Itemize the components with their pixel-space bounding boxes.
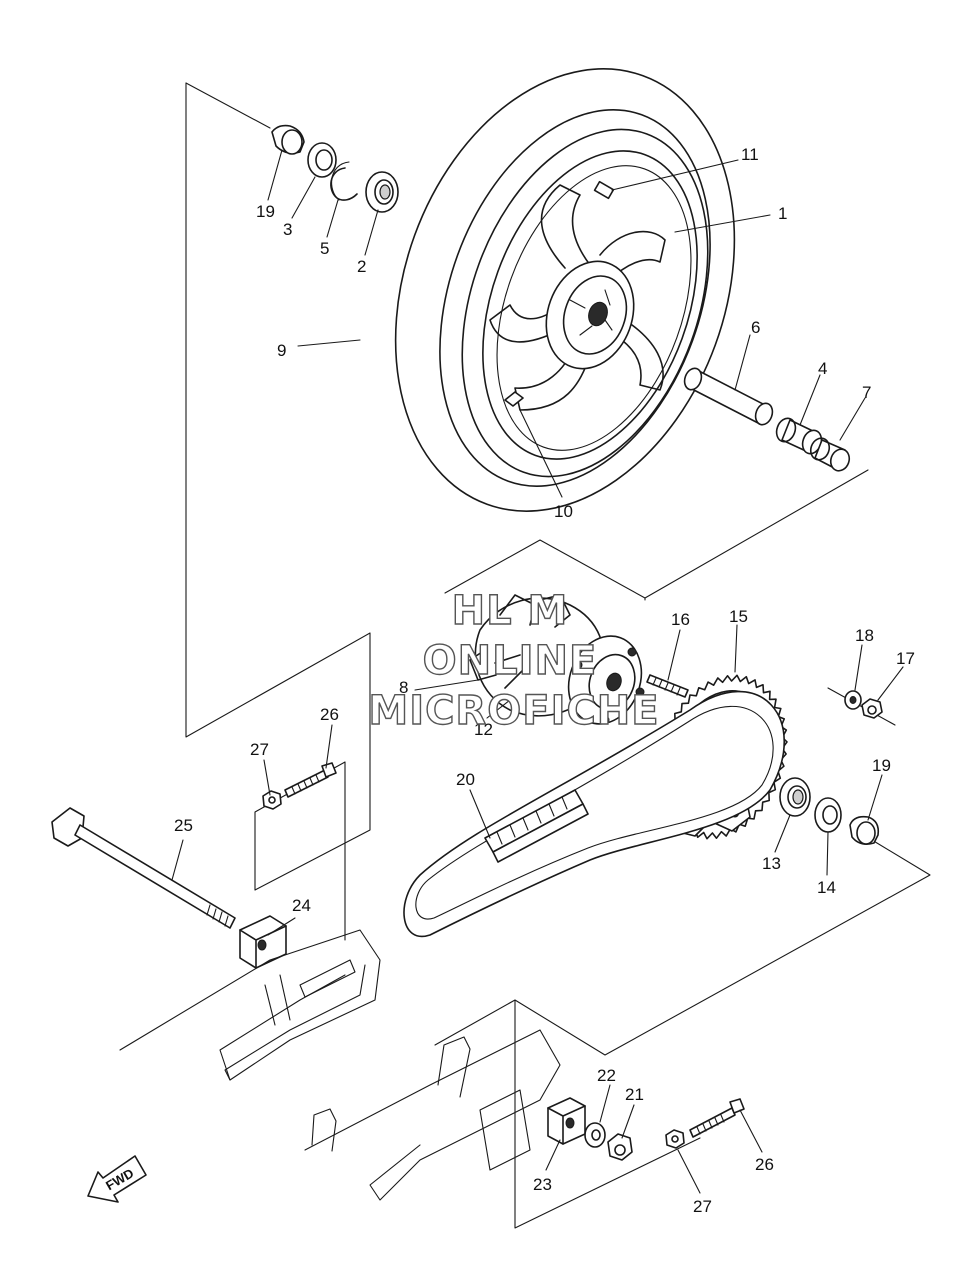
watermark-line-2: ONLINE [423,638,598,684]
callout-18: 18 [855,626,874,645]
chain-adjuster-24 [239,915,287,969]
leader-lines [171,149,904,1194]
watermark-line-1: HL M [452,588,569,634]
callout-26-right: 26 [755,1155,774,1174]
callout-19-left: 19 [256,202,275,221]
callout-26-left: 26 [320,705,339,724]
drive-chain-20 [403,690,786,938]
callout-17: 17 [896,649,915,668]
bolt-26-left [284,762,337,798]
callout-labels: 1 2 3 4 5 6 7 8 9 10 11 12 13 14 15 16 1… [174,145,915,1216]
callout-24: 24 [292,896,311,915]
oil-seal-3 [307,142,337,178]
nut-17 [861,698,883,719]
spacer-6 [683,367,774,426]
cast-wheel [482,150,698,460]
stud-bolt-16 [646,674,689,698]
fwd-arrow-icon: FWD [87,1155,147,1203]
clutch-hub-assembly [469,594,645,725]
nut-27-right [665,1129,685,1149]
spacer-7 [809,437,851,472]
callout-2: 2 [357,257,366,276]
watermark: HL M ONLINE MICROFICHE [368,587,660,734]
callout-27-left: 27 [250,740,269,759]
callout-23: 23 [533,1175,552,1194]
circlip-5 [330,161,358,201]
nut-21 [607,1133,633,1161]
nut-27-left [262,790,282,810]
bearing-13 [779,777,811,817]
bearing-2 [365,171,399,213]
callout-9: 9 [277,341,286,360]
collar-19-left [271,124,305,155]
bearing-4 [775,417,823,455]
callout-5: 5 [320,239,329,258]
callout-13: 13 [762,854,781,873]
chain-links [484,789,589,863]
chain-adjuster-23 [547,1097,586,1145]
callout-4: 4 [818,359,827,378]
callout-3: 3 [283,220,292,239]
callout-7: 7 [862,383,871,402]
collar-19-right [849,815,880,845]
swingarm [119,929,561,1201]
callout-19-right: 19 [872,756,891,775]
bolt-26-right [689,1098,745,1138]
callout-27-right: 27 [693,1197,712,1216]
oil-seal-14 [814,797,842,833]
washer-18 [844,690,862,710]
watermark-line-3: MICROFICHE [368,688,659,734]
washer-22 [584,1122,606,1148]
callout-14: 14 [817,878,836,897]
callout-8: 8 [399,678,408,697]
callout-16: 16 [671,610,690,629]
callout-6: 6 [751,318,760,337]
callout-21: 21 [625,1085,644,1104]
callout-10: 10 [554,502,573,521]
callout-25: 25 [174,816,193,835]
callout-15: 15 [729,607,748,626]
callout-20: 20 [456,770,475,789]
callout-1: 1 [778,204,787,223]
axle-25 [51,807,236,929]
callout-22: 22 [597,1066,616,1085]
callout-12: 12 [474,720,493,739]
callout-11: 11 [741,145,759,164]
